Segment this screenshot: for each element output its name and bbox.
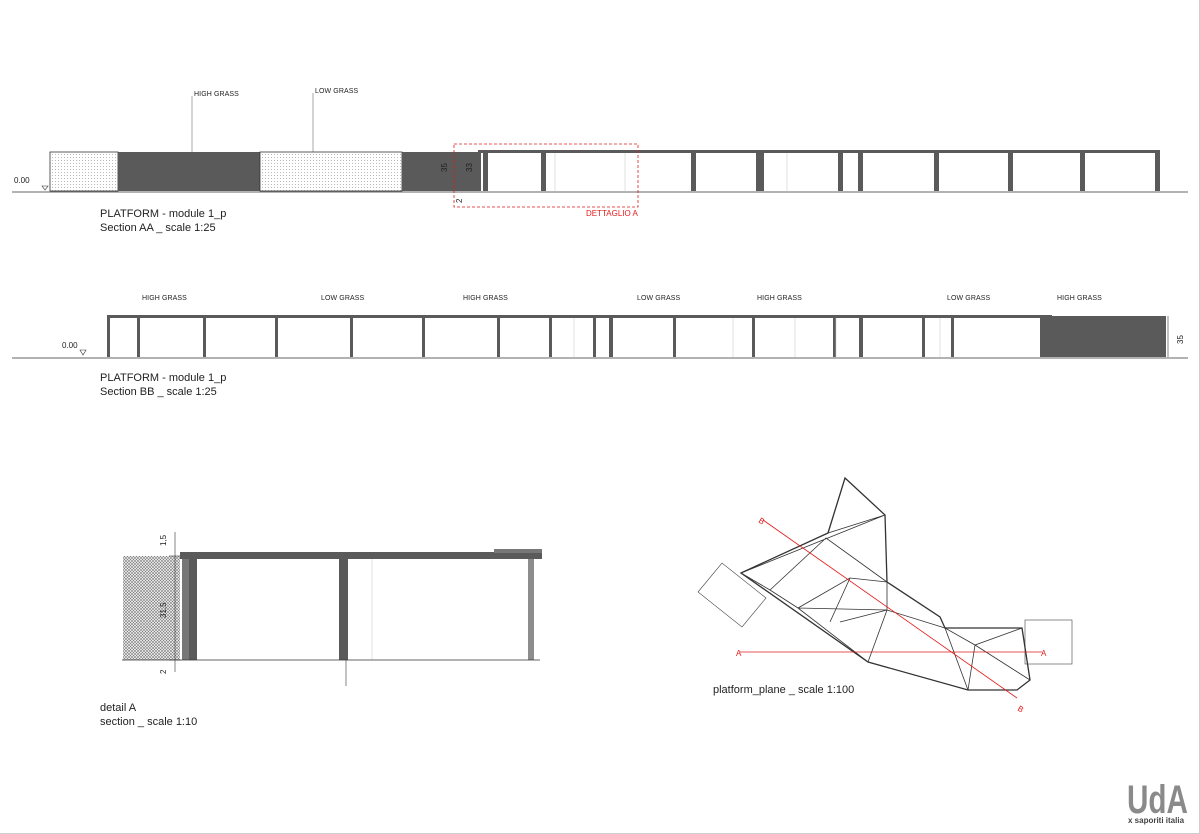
post [189,559,197,660]
deck-post [483,153,488,191]
deck-post [549,318,552,357]
deck-post [1080,153,1085,191]
level-mark: 0.00 [14,176,30,185]
deck-post [541,153,546,191]
section-mark-a: A [736,649,742,658]
deck-top-slab [180,552,542,559]
label-high-grass: HIGH GRASS [1057,295,1102,302]
label-low-grass: LOW GRASS [321,295,365,302]
deck-post [478,153,481,191]
deck-post [1155,153,1160,191]
deck-post [1040,318,1052,357]
deck-post [673,318,676,357]
deck-post [609,318,613,357]
dim-31-5: 31,5 [159,602,168,618]
deck-post [107,318,110,357]
high-grass-bed [1052,316,1166,357]
section-aa-title: PLATFORM - module 1_p [100,208,226,220]
label-high-grass: HIGH GRASS [142,295,187,302]
label-high-grass: HIGH GRASS [194,91,239,98]
deck-post [203,318,206,357]
dim-2: 2 [159,669,168,674]
dim-35: 35 [440,163,449,172]
dim-1-5: 1,5 [159,534,168,546]
deck-post [859,318,863,357]
uda-logo: UdA x saporiti italia [1127,778,1188,825]
deck-top [107,315,1052,318]
section-mark-a: A [1041,649,1047,658]
grass-soil-fill [123,556,180,660]
plan-title: platform_plane _ scale 1:100 [713,684,854,696]
deck-post [951,318,954,357]
detail-a-title: detail A [100,702,137,714]
platform-deck [478,150,1160,191]
detail-a-label: DETTAGLIO A [586,209,639,218]
section-bb: 0.00 35 HIGH GRASS LOW GRASS HIGH GRASS … [12,295,1188,398]
section-mark-b: B [1016,704,1025,714]
dim-33: 33 [465,163,474,172]
deck-post [137,318,140,357]
high-grass-bed [118,152,260,191]
deck-post [858,153,863,191]
section-aa-scale: Section AA _ scale 1:25 [100,222,216,234]
deck-post [833,318,836,357]
deck-post [422,318,425,357]
low-grass-bed [49,151,119,192]
deck-post [497,318,500,357]
deck-post [691,153,696,191]
deck-post [752,318,755,357]
detail-a-frame [453,143,639,208]
level-mark: 0.00 [62,341,78,350]
label-high-grass: HIGH GRASS [463,295,508,302]
platform-deck [107,315,1052,357]
edge-beam [182,559,189,660]
section-bb-scale: Section BB _ scale 1:25 [100,386,217,398]
label-low-grass: LOW GRASS [947,295,991,302]
low-grass-bed [259,151,403,192]
platform-plan [697,476,1073,699]
section-mark-b: B [757,516,766,526]
detail-a: 1,5 31,5 2 detail A section _ scale 1:10 [100,532,542,728]
post [528,559,534,660]
deck-post [756,153,764,191]
label-high-grass: HIGH GRASS [757,295,802,302]
section-aa: 0.00 HIGH GRASS LOW GRASS 35 33 2 DETTAG… [12,88,1188,234]
dim-35: 35 [1176,335,1185,344]
high-grass-bed [402,152,478,191]
deck-post [1008,153,1013,191]
logo-mark: UdA [1127,778,1188,822]
section-bb-title: PLATFORM - module 1_p [100,372,226,384]
dim-2: 2 [455,198,464,203]
deck-post [350,318,353,357]
step-block [697,562,767,628]
deck-post [934,153,939,191]
level-triangle-icon [41,185,49,191]
label-low-grass: LOW GRASS [637,295,681,302]
deck-post [922,318,925,357]
deck-post [275,318,278,357]
section-line-b [762,519,1018,699]
detail-a-scale: section _ scale 1:10 [100,716,197,728]
deck-board [494,549,542,553]
label-low-grass: LOW GRASS [315,88,359,95]
post [339,559,348,660]
step-block [1024,619,1073,665]
level-triangle-icon [79,349,87,356]
platform-outline [739,476,1031,691]
logo-subtitle: x saporiti italia [1128,816,1185,825]
plan-facets [740,477,1031,691]
deck-top [478,150,1160,153]
deck-post [593,318,596,357]
deck-post [838,153,843,191]
